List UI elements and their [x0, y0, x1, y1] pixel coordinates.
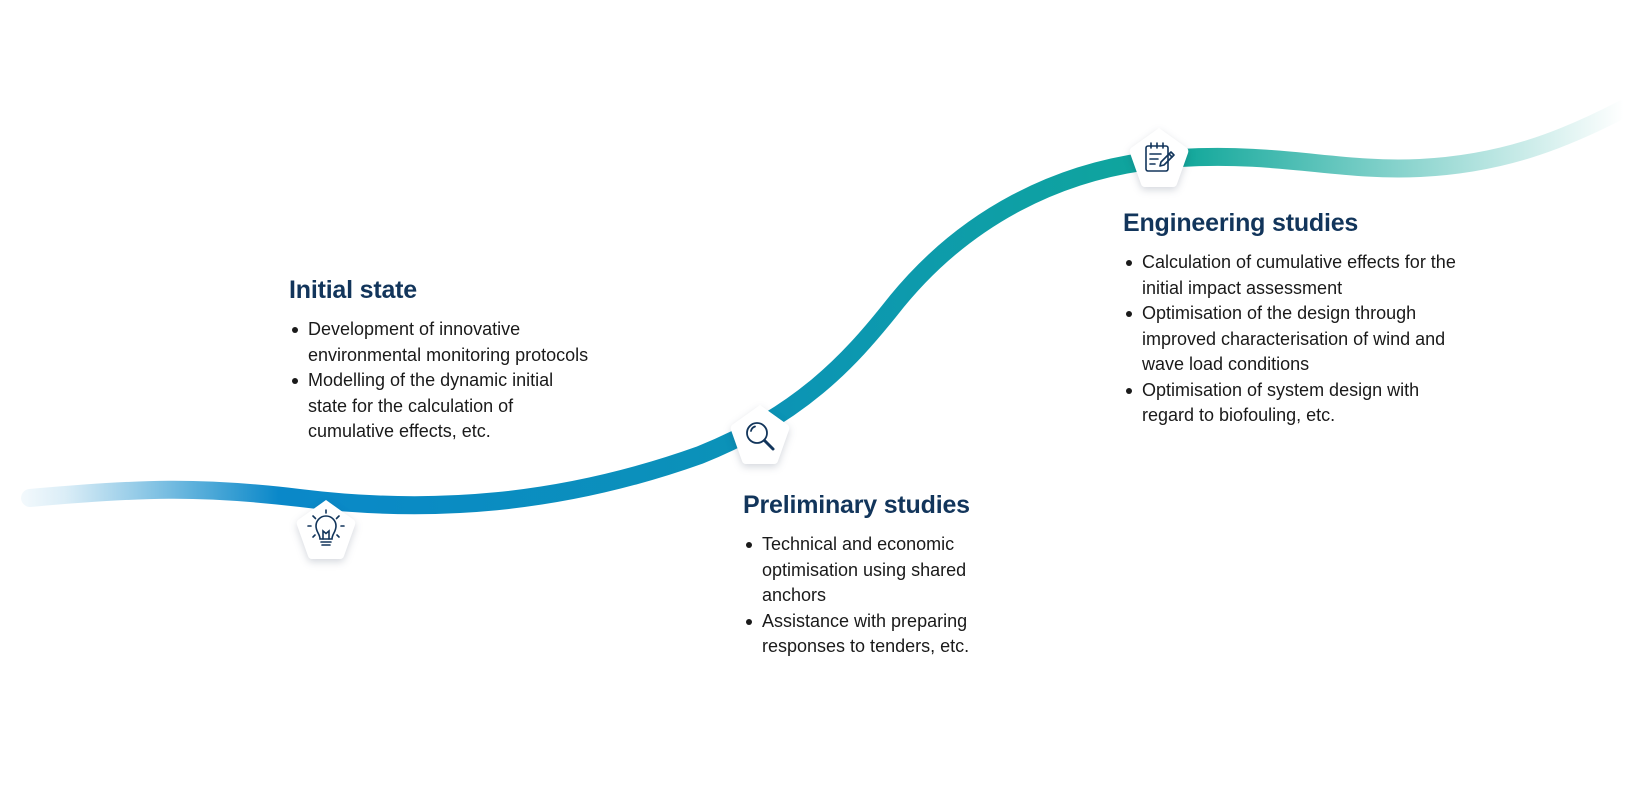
notepad-pencil-icon — [1145, 142, 1175, 172]
stage-title: Preliminary studies — [743, 491, 970, 519]
stage-node-preliminary — [728, 403, 792, 467]
lightbulb-icon — [307, 509, 345, 546]
stage-bullet-list: Technical and economic optimisation usin… — [743, 532, 1013, 660]
curve-path — [21, 99, 1634, 515]
stage-title: Initial state — [289, 276, 417, 304]
stage-preliminary-studies: Preliminary studies Technical and econom… — [743, 491, 1013, 660]
stage-initial-state: Initial state Development of innovative … — [289, 276, 589, 445]
stage-node-initial — [294, 498, 358, 562]
stage-node-engineering — [1127, 126, 1191, 190]
list-item: Calculation of cumulative effects for th… — [1123, 250, 1468, 301]
list-item: Modelling of the dynamic initial state f… — [289, 368, 589, 445]
list-item: Development of innovative environmental … — [289, 317, 589, 368]
stage-bullet-list: Calculation of cumulative effects for th… — [1123, 250, 1468, 429]
magnifier-icon — [746, 422, 775, 451]
list-item: Optimisation of the design through impro… — [1123, 301, 1468, 378]
stage-title: Engineering studies — [1123, 209, 1359, 237]
list-item: Assistance with preparing responses to t… — [743, 609, 1013, 660]
stage-bullet-list: Development of innovative environmental … — [289, 317, 589, 445]
stage-engineering-studies: Engineering studies Calculation of cumul… — [1123, 209, 1468, 429]
list-item: Technical and economic optimisation usin… — [743, 532, 1013, 609]
list-item: Optimisation of system design with regar… — [1123, 378, 1468, 429]
